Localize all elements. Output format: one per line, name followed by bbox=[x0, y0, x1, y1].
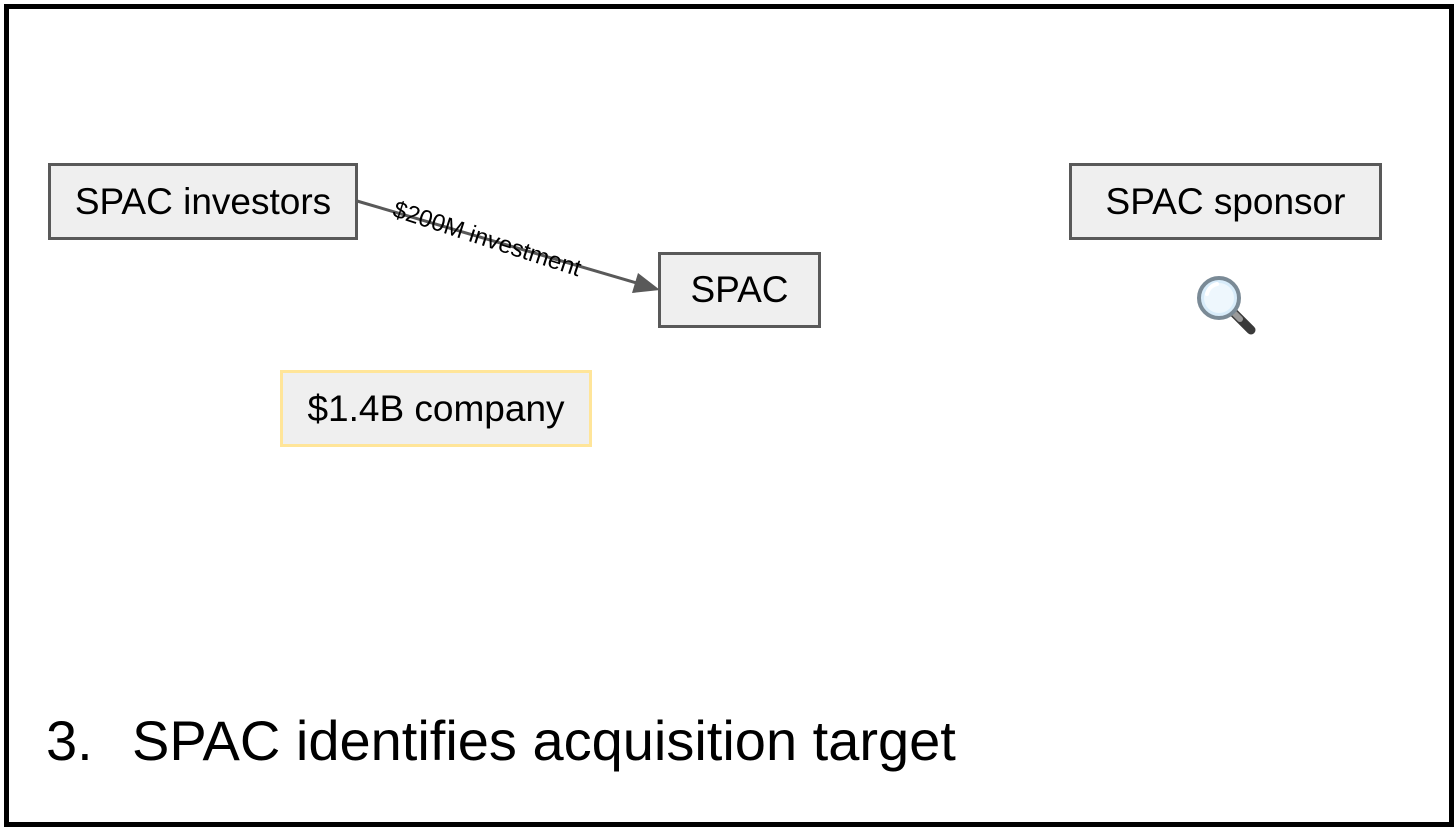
spac-sponsor-label: SPAC sponsor bbox=[1105, 180, 1346, 222]
investment-arrow-head bbox=[632, 273, 660, 293]
target-company-label: $1.4B company bbox=[307, 387, 565, 429]
spac-node: SPAC bbox=[658, 252, 821, 328]
slide-frame bbox=[4, 4, 1454, 827]
magnifying-glass-icon bbox=[1197, 276, 1256, 335]
spac-investors-label: SPAC investors bbox=[74, 180, 332, 222]
step-caption: 3. SPAC identifies acquisition target bbox=[46, 708, 956, 773]
step-number: 3. bbox=[46, 709, 93, 772]
target-company-node: $1.4B company bbox=[280, 370, 592, 447]
investment-arrow-line bbox=[356, 199, 641, 286]
step-text: SPAC identifies acquisition target bbox=[132, 709, 956, 772]
spac-label: SPAC bbox=[690, 269, 789, 310]
spac-sponsor-node: SPAC sponsor bbox=[1069, 163, 1382, 240]
spac-investors-node: SPAC investors bbox=[48, 163, 358, 240]
